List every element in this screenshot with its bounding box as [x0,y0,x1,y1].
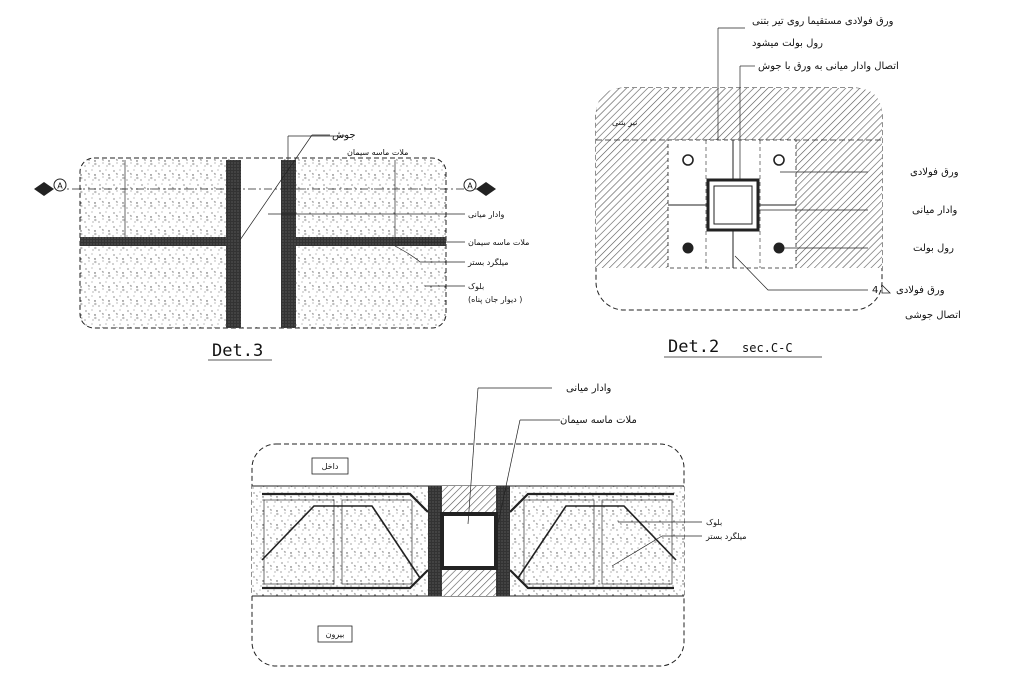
det3-section-marker-left [34,182,54,196]
det3-label-weld: جوش [332,130,356,141]
det2-bolt-1 [682,154,694,166]
det3-label-block: بلوک [468,282,484,291]
det2-label-concrete-beam: تیر بتنی [612,118,637,127]
det2-label-steel-plate-weld-2: اتصال جوشی [905,310,961,321]
det2-subtitle: sec.C-C [742,341,793,355]
det3-section-mark-left: A [57,182,63,191]
det3-label-middle-post: وادار میانی [468,210,504,219]
det2-weld-symbol-icon [881,284,891,294]
det3-section-mark-right: A [467,182,473,191]
det3-drawing: A A [34,134,496,329]
det3-label-cement-mortar-top: ملات ماسه سیمان [347,148,408,157]
det1-inside-box [311,457,349,475]
det2-label-steel-plate-weld-1: ورق فولادی [896,285,945,296]
det1-label-cement-mortar: ملات ماسه سیمان [560,415,637,426]
det3-label-bed-rebar: میلگرد بستر [467,257,508,267]
det1-drawing [251,387,702,667]
det1-label-block: بلوک [706,518,722,527]
det2-label-weld-size: 4 [872,285,878,296]
det3-label-block-note: (دیوار جان پناه ) [468,295,522,304]
det2-label-post-to-plate: اتصال وادار میانی به ورق با جوش [758,61,899,72]
det3-section-marker-right [476,182,496,196]
det2-bolt-4 [773,242,785,254]
det3-label-cement-mortar: ملات ماسه سیمان [468,238,529,247]
det2-label-rawl-bolt: رول بولت [913,243,954,254]
det2-label-middle-post: وادار میانی [912,205,958,216]
det2-title: Det.2 [668,337,719,357]
det1-label-bed-rebar: میلگرد بستر [705,531,746,541]
det3-mortar-column-right [281,160,296,328]
det2-bolt-2 [773,154,785,166]
det2-label-plate-top-2: رول بولت میشود [752,38,823,49]
det1-label-inside: داخل [322,462,339,471]
det2-label-plate-top-1: ورق فولادی مستقیما روی تیر بتنی [752,16,894,27]
det1-outside-box [317,625,353,643]
det2-label-steel-plate: ورق فولادی [910,167,959,178]
det2-bolt-3 [682,242,694,254]
det3-mortar-column-left [226,160,241,328]
det2-drawing [595,27,883,311]
det1-label-outside: بیرون [326,630,345,639]
det1-label-middle-post: وادار میانی [566,383,612,394]
det3-title: Det.3 [212,341,263,361]
